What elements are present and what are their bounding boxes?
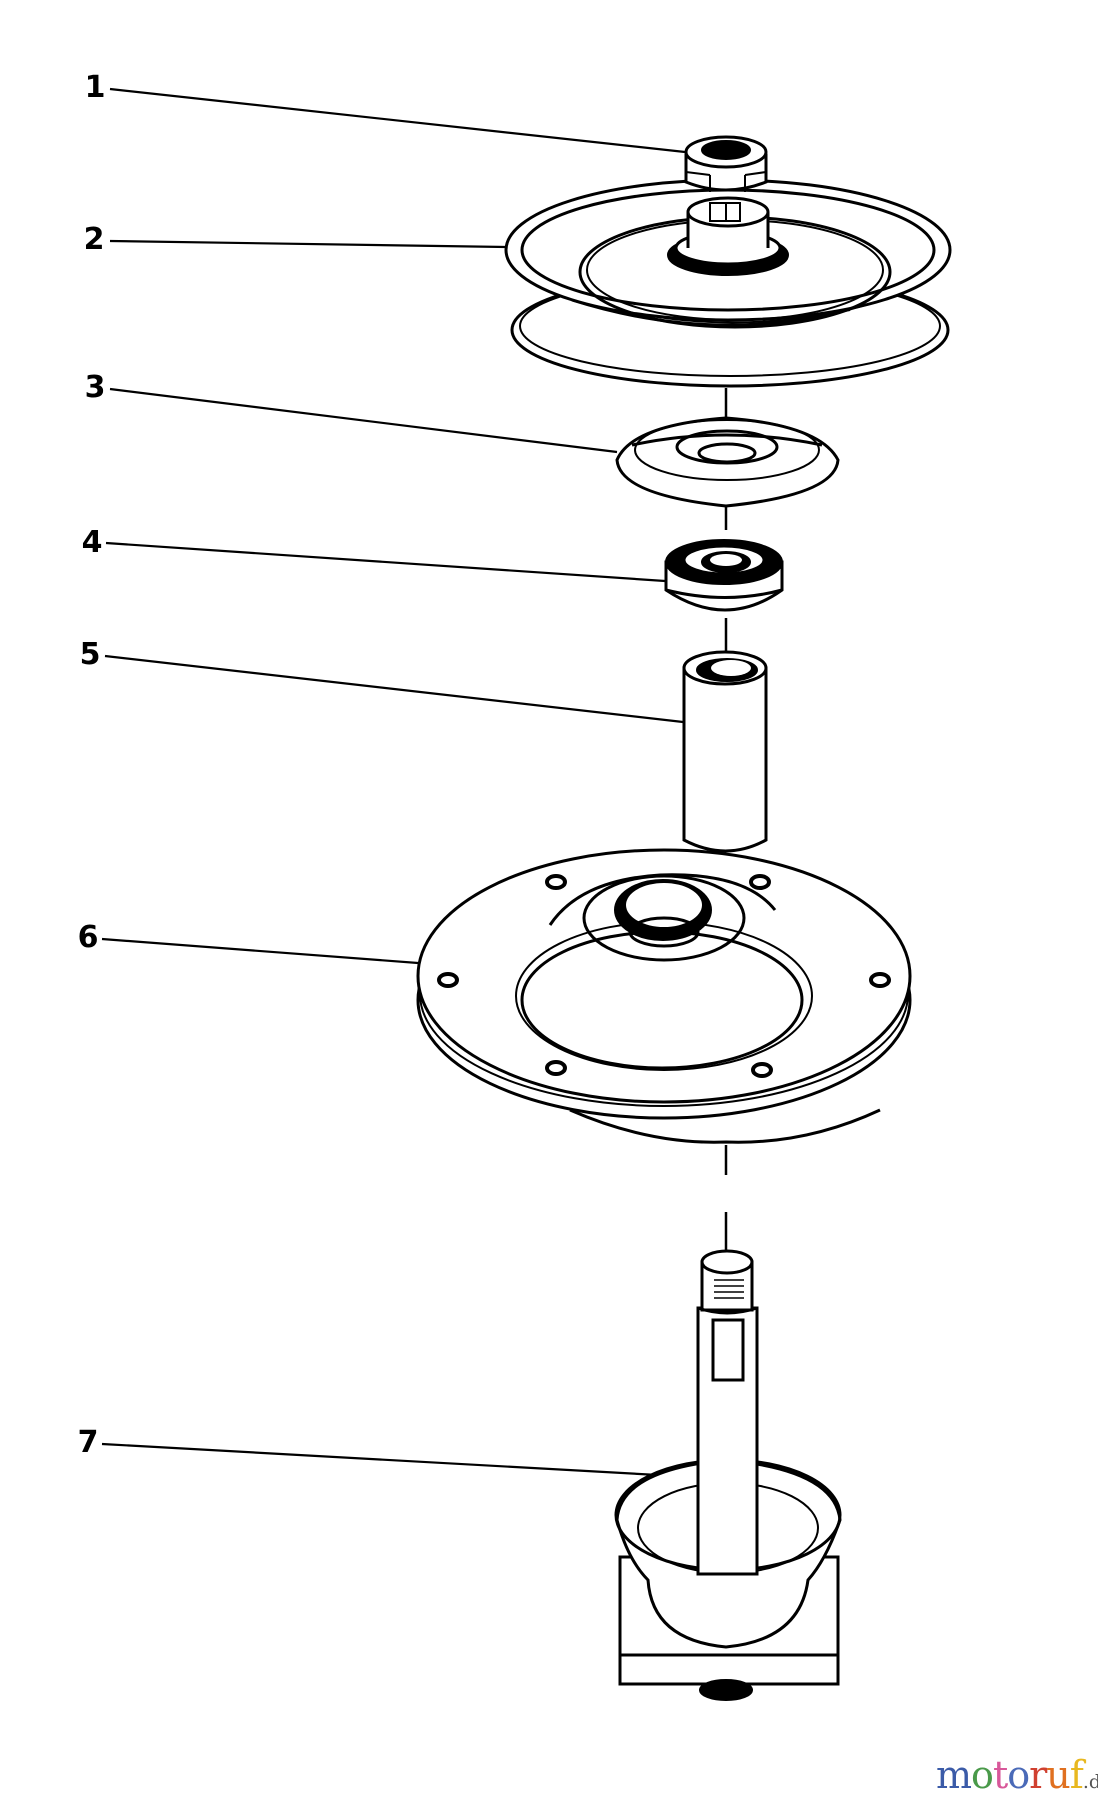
- leader-line-1: [109, 87, 686, 154]
- watermark-letter-m: m: [936, 1753, 972, 1797]
- callout-label-6: 6: [77, 920, 99, 955]
- callout-label-3: 3: [84, 370, 106, 405]
- watermark-letter-o2: o: [1007, 1753, 1030, 1797]
- spacer-tube-part: [682, 650, 768, 853]
- watermark-letter-r: r: [1029, 1753, 1047, 1797]
- callout-label-2: 2: [83, 222, 105, 257]
- bearing-housing-cap-part: [615, 416, 840, 508]
- watermark-suffix: .de: [1082, 1771, 1098, 1793]
- leader-line-7: [101, 1442, 659, 1477]
- motoruf-watermark: motoruf.de: [936, 1756, 1098, 1794]
- leader-line-5: [104, 654, 684, 724]
- spindle-housing-part: [416, 848, 912, 1144]
- watermark-letter-f: f: [1069, 1753, 1084, 1797]
- leader-line-6: [101, 937, 419, 965]
- callout-label-1: 1: [84, 70, 106, 105]
- leader-line-4: [105, 541, 666, 583]
- spindle-shaft-part: [614, 1249, 842, 1701]
- watermark-letter-o1: o: [971, 1753, 994, 1797]
- callout-label-4: 4: [81, 525, 103, 560]
- bolt-holes: [437, 874, 891, 1078]
- callout-label-5: 5: [79, 637, 101, 672]
- leader-line-3: [109, 387, 618, 454]
- nut-part: [684, 135, 768, 192]
- pulley-part: [504, 178, 952, 388]
- watermark-letter-t: t: [992, 1753, 1008, 1797]
- callout-label-7: 7: [77, 1425, 99, 1460]
- bearing-part: [664, 539, 784, 612]
- leader-lines: [101, 87, 686, 1477]
- watermark-letter-u: u: [1046, 1753, 1071, 1797]
- leader-line-2: [109, 239, 507, 249]
